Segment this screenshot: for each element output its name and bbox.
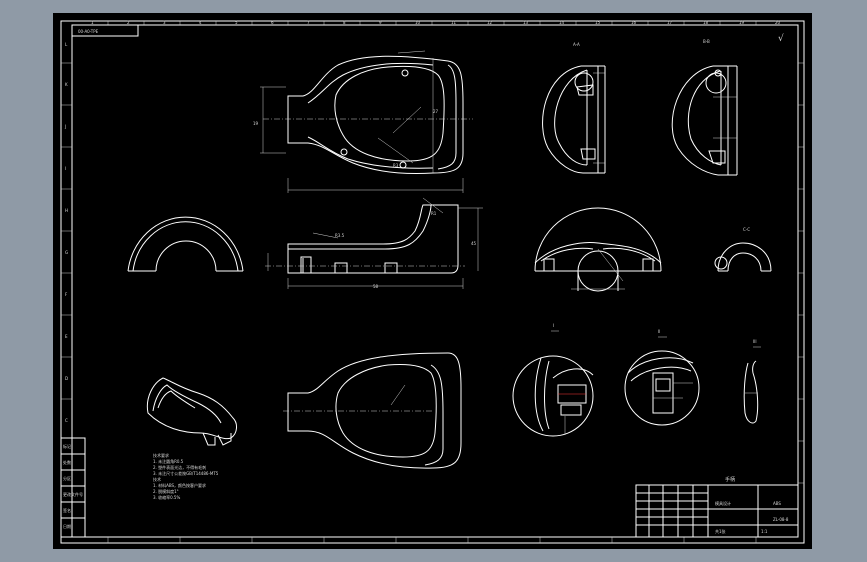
top-border-labels: 1 2 3 4 5 6 7 8 9 10 11 12 13 14 15 16 1… xyxy=(91,20,781,25)
left-label: L xyxy=(65,42,68,47)
left-label: E xyxy=(65,334,68,339)
top-label: 10 xyxy=(415,20,421,25)
detail-iii-view: III xyxy=(743,339,761,424)
dim-width: 19 xyxy=(253,121,259,126)
title-text: 手柄 xyxy=(725,476,735,483)
top-label: 8 xyxy=(343,20,346,25)
title-block: 手柄 模具设计 ABS ZL-08-8 共1张 1:1 xyxy=(635,476,799,538)
section-b-view: B-B xyxy=(671,39,738,176)
drawing-number-box xyxy=(71,24,139,37)
left-table-cell: 签名 xyxy=(63,507,71,513)
left-label: C xyxy=(65,418,68,423)
dim-height: 45 xyxy=(471,241,477,246)
dim-depth: 27 xyxy=(433,109,439,114)
left-label: I xyxy=(65,166,66,171)
top-label: 18 xyxy=(703,20,709,25)
left-table-cell: 更改文件号 xyxy=(63,491,83,497)
company-text: 模具设计 xyxy=(715,500,731,506)
left-revision-table: 标记 处数 分区 更改文件号 签名 日期 xyxy=(60,437,86,538)
front-view: 58 45 R3.5 R1 xyxy=(265,197,483,289)
isometric-view xyxy=(146,377,237,446)
top-label: 16 xyxy=(631,20,637,25)
left-label: K xyxy=(65,82,68,87)
top-label: 13 xyxy=(523,20,529,25)
detail-i-view: I xyxy=(512,323,594,437)
top-label: 1 xyxy=(91,20,94,25)
material-text: ABS xyxy=(773,501,781,506)
dim-radius-b: R1 xyxy=(431,211,437,216)
dim-overall-length: 58 xyxy=(373,284,379,289)
section-b-label: B-B xyxy=(703,39,710,44)
left-label: J xyxy=(64,124,66,129)
bottom-top-view xyxy=(283,352,462,469)
section-c-view xyxy=(534,207,662,292)
left-label: D xyxy=(65,376,68,381)
border-ticks xyxy=(61,21,804,543)
detail-ii-view: II xyxy=(624,329,700,426)
top-label: 4 xyxy=(199,20,202,25)
top-label: 12 xyxy=(487,20,493,25)
cad-drawing: 1 2 3 4 5 6 7 8 9 10 11 12 13 14 15 16 1… xyxy=(60,20,805,544)
roughness-symbol: √ xyxy=(778,33,784,44)
left-label: G xyxy=(65,250,68,255)
drawing-number: 00-A0-TPE xyxy=(78,29,99,34)
top-label: 3 xyxy=(163,20,166,25)
sheet-text: 共1张 xyxy=(715,528,726,534)
left-border-labels: L K J I H G F E D C xyxy=(64,42,68,423)
note-line: 3. 未注尺寸公差按GB/T14486-MT5 xyxy=(153,470,219,476)
note-line: 3. 收缩率0.5% xyxy=(153,494,180,500)
top-label: 20 xyxy=(775,20,781,25)
section-a-label: A-A xyxy=(573,42,580,47)
note-line: 1. 材料ABS，颜色按客户要求 xyxy=(153,482,206,488)
left-table-cell: 分区 xyxy=(63,475,71,481)
left-table-cell: 处数 xyxy=(63,459,71,465)
dim-radius-a: R3.5 xyxy=(335,233,345,238)
detail-arch-view: C-C xyxy=(714,227,772,272)
top-view: 19 27 R3 xyxy=(253,50,473,193)
detail-iii-label: III xyxy=(753,339,757,344)
section-a-view: A-A xyxy=(542,42,606,174)
top-label: 2 xyxy=(127,20,130,25)
top-label: 14 xyxy=(559,20,565,25)
top-label: 5 xyxy=(235,20,238,25)
drawing-no-text: ZL-08-8 xyxy=(773,517,789,522)
cad-viewport[interactable]: 1 2 3 4 5 6 7 8 9 10 11 12 13 14 15 16 1… xyxy=(53,13,812,549)
end-view-ring xyxy=(127,216,244,272)
left-table-cell: 标记 xyxy=(63,443,71,449)
section-c-label: C-C xyxy=(743,227,750,232)
inner-frame xyxy=(71,24,799,538)
left-table-cell: 日期 xyxy=(63,523,71,529)
detail-i-label: I xyxy=(553,323,554,328)
note-line: 1. 未注圆角R0.5 xyxy=(153,458,184,464)
outer-frame xyxy=(60,20,805,544)
detail-ii-label: II xyxy=(658,329,660,334)
top-label: 17 xyxy=(667,20,673,25)
note-line: 2. 塑件表面光洁，不得有毛刺 xyxy=(153,464,206,470)
top-label: 19 xyxy=(739,20,745,25)
note-line: 2. 脱模斜度1° xyxy=(153,488,179,494)
technical-notes: 技术要求 1. 未注圆角R0.5 2. 塑件表面光洁，不得有毛刺 3. 未注尺寸… xyxy=(153,452,219,500)
top-label: 7 xyxy=(307,20,310,25)
top-label: 15 xyxy=(595,20,601,25)
left-label: F xyxy=(65,292,68,297)
note-line: 技术 xyxy=(153,476,161,482)
scale-text: 1:1 xyxy=(761,529,768,534)
top-label: 11 xyxy=(451,20,457,25)
left-label: H xyxy=(65,208,68,213)
top-label: 6 xyxy=(271,20,274,25)
dim-radius: R3 xyxy=(393,163,399,168)
top-label: 9 xyxy=(379,20,382,25)
note-line: 技术要求 xyxy=(153,452,169,458)
